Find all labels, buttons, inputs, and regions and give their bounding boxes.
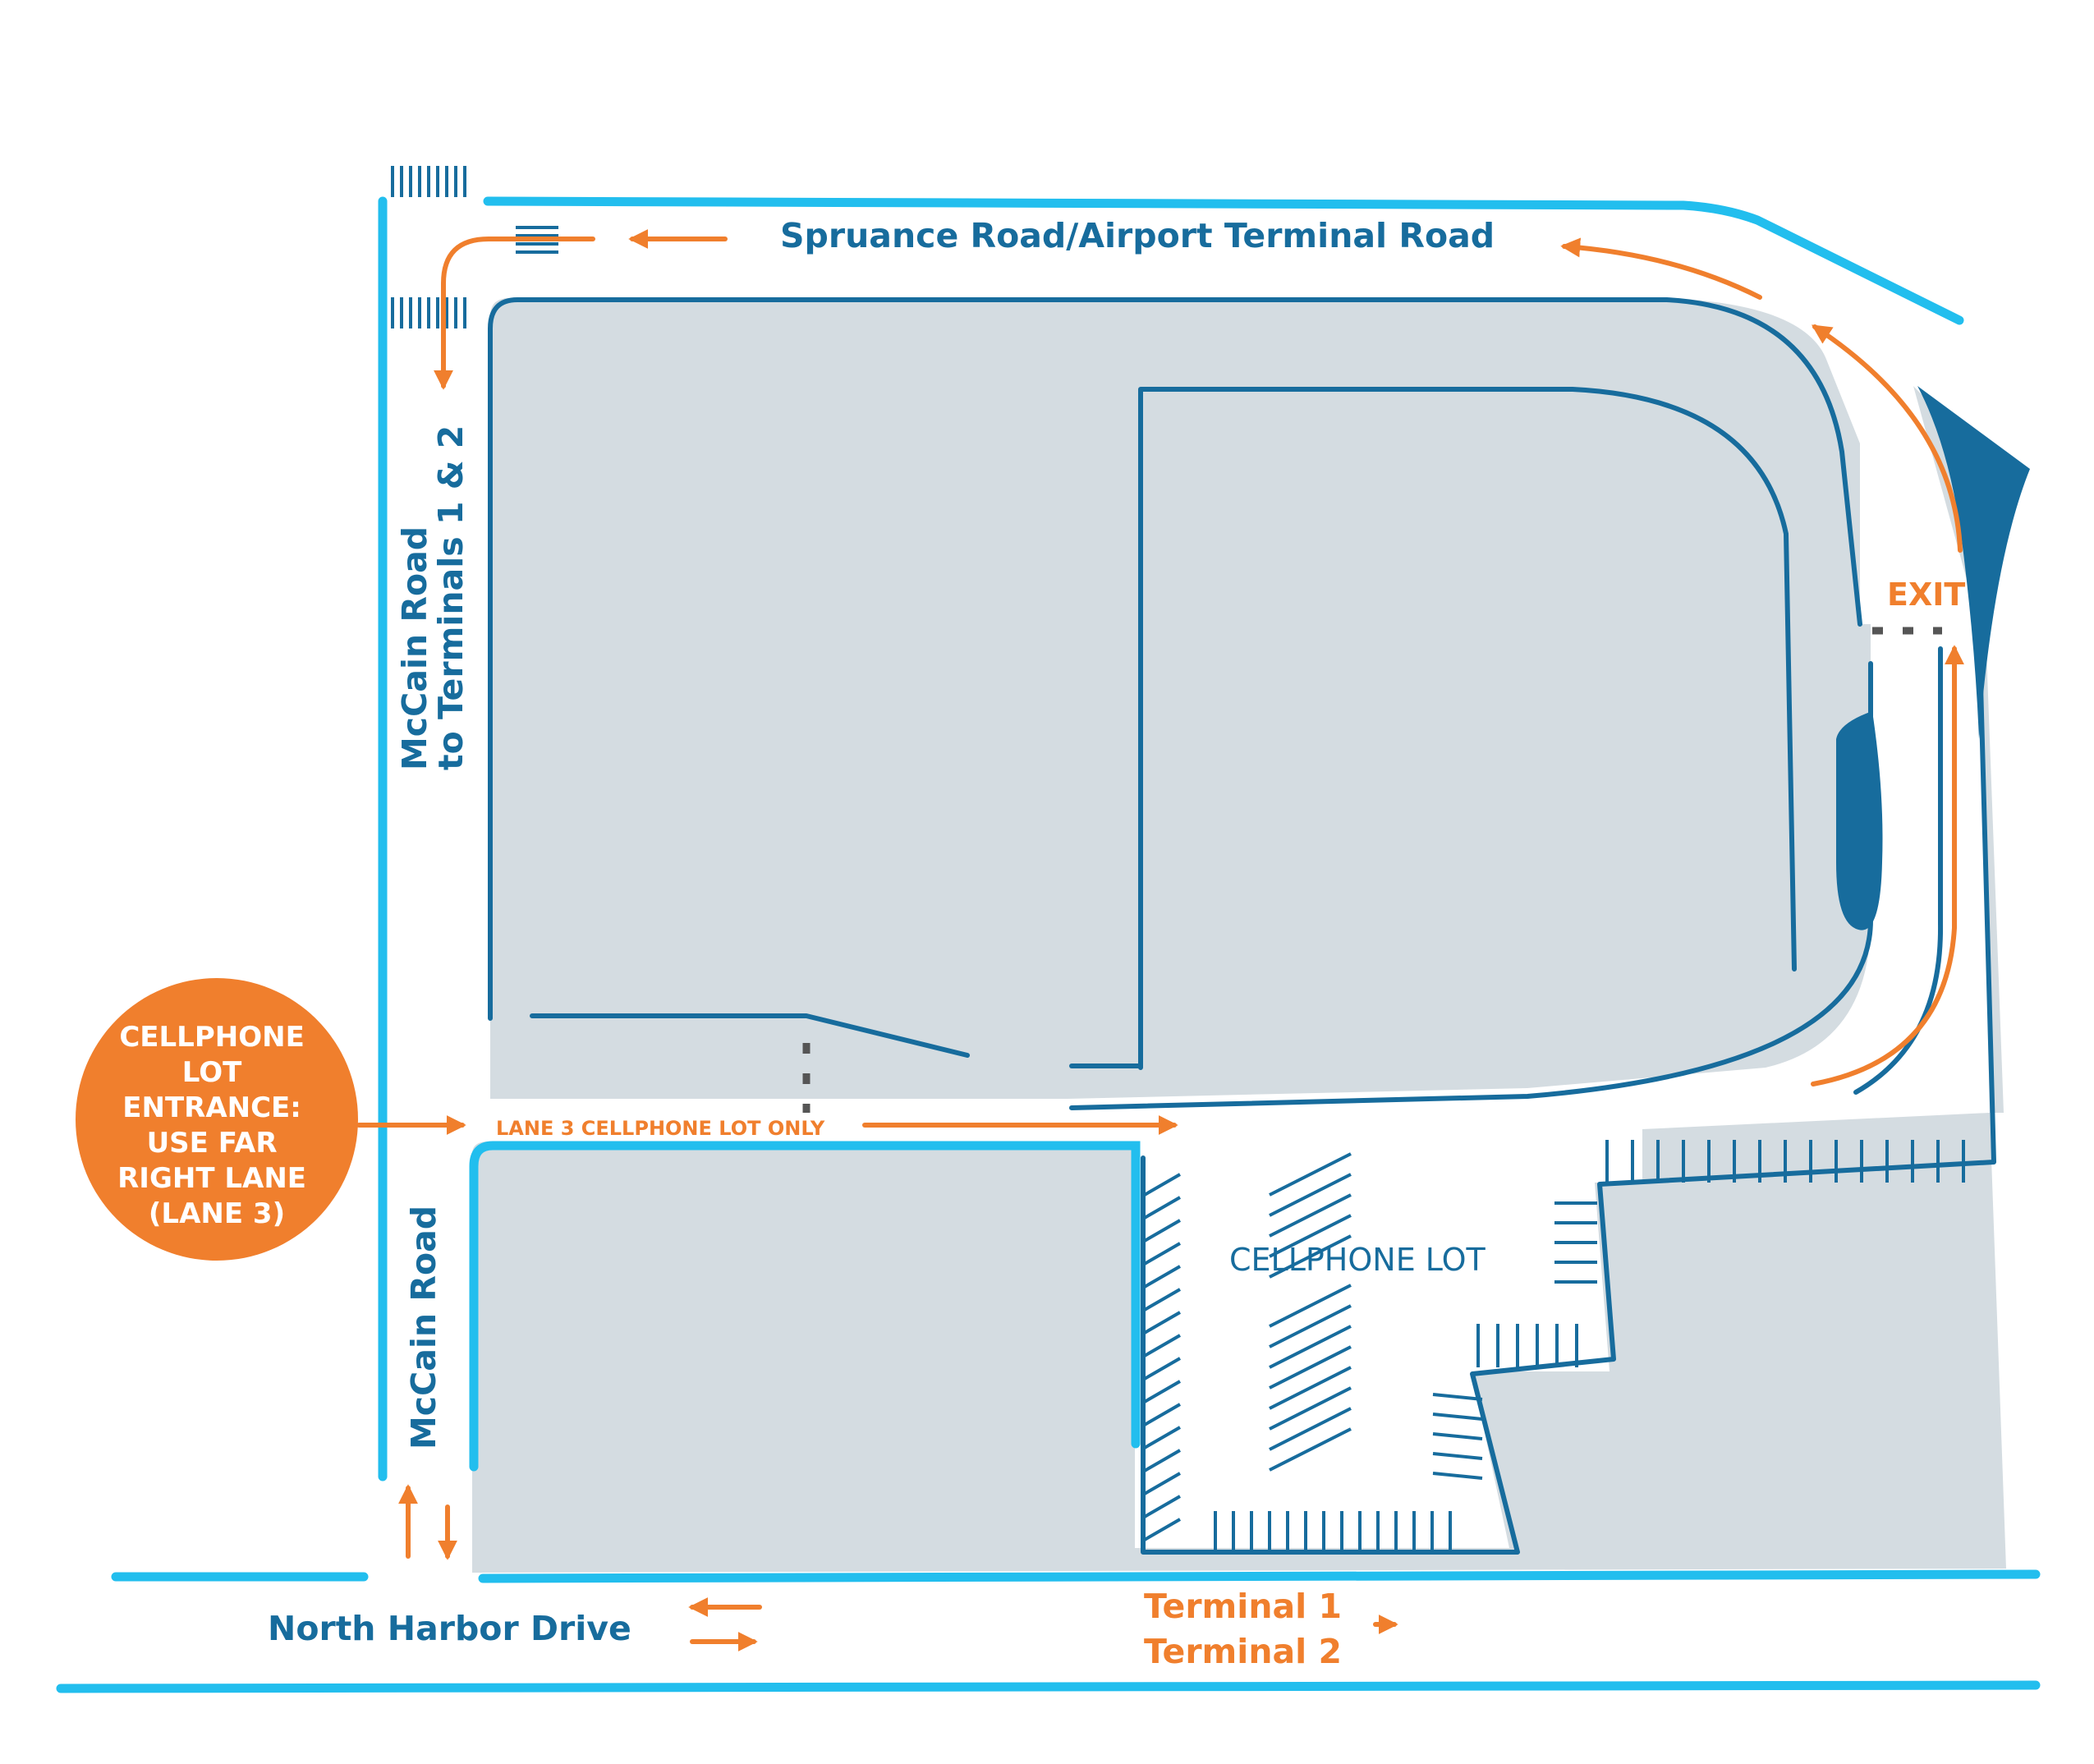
stripe xyxy=(1141,1426,1182,1450)
cellphone-lot-label: CELLPHONE LOT xyxy=(1229,1242,1486,1278)
inner-lot-outline xyxy=(1138,387,1797,1070)
arrow-icon xyxy=(1811,324,1963,553)
stripe xyxy=(1141,1357,1182,1381)
stripe xyxy=(1269,1193,1352,1238)
crosswalk-icon xyxy=(391,166,558,328)
mccain-road-label: McCain Road xyxy=(404,1206,443,1449)
stripe xyxy=(1432,1432,1483,1440)
stripe xyxy=(1432,1393,1483,1401)
lane3-note: LANE 3 CELLPHONE LOT ONLY xyxy=(496,1117,825,1140)
stripe xyxy=(1269,1407,1352,1451)
curb-lines xyxy=(488,297,1996,1555)
stripe xyxy=(1141,1403,1182,1427)
stripe xyxy=(1269,1325,1352,1369)
spruance-road-edge xyxy=(483,196,1964,325)
svg-text:McCain Road: McCain Road xyxy=(395,526,434,770)
gate-lines xyxy=(802,627,1942,1113)
direction-arrows xyxy=(356,229,1964,1634)
stripe xyxy=(1269,1214,1352,1258)
stripe xyxy=(1269,1366,1352,1410)
north-harbor-north-edge-east xyxy=(478,1569,2041,1583)
stripe xyxy=(1269,1173,1352,1217)
stripe xyxy=(1269,1284,1352,1328)
lower-parking-lot xyxy=(472,1113,2006,1573)
parking-stalls xyxy=(1141,1140,1965,1550)
arrow-icon xyxy=(1811,645,1964,1086)
stripe xyxy=(1432,1472,1483,1480)
two-way-arrow-icon xyxy=(688,1597,762,1651)
mccain-road-east-edge xyxy=(469,1141,1141,1472)
north-harbor-south-edge xyxy=(56,1680,2041,1693)
exit-label: EXIT xyxy=(1887,577,1965,613)
stripe xyxy=(1141,1311,1182,1335)
upper-lot-south-curb xyxy=(1069,661,1874,1110)
stripe xyxy=(1141,1449,1182,1473)
lane-divider xyxy=(530,1013,970,1058)
stripe xyxy=(1141,1173,1182,1197)
stripe xyxy=(1141,1380,1182,1404)
ramp-island xyxy=(1917,386,2030,739)
upper-parking-lot xyxy=(490,298,1871,1099)
mccain-terminals-label: McCain Road to Terminals 1 & 2 xyxy=(395,425,471,770)
stripe xyxy=(1141,1265,1182,1289)
entrance-callout: CELLPHONE LOT ENTRANCE: USE FAR RIGHT LA… xyxy=(76,978,358,1261)
road-edges xyxy=(56,196,2041,1693)
stripe xyxy=(1141,1518,1182,1542)
svg-text:to Terminals 1 & 2: to Terminals 1 & 2 xyxy=(431,425,471,770)
stripe xyxy=(1141,1242,1182,1266)
stripe xyxy=(1269,1345,1352,1390)
terminal-1-label: Terminal 1 xyxy=(1144,1587,1342,1626)
terminal-2-label: Terminal 2 xyxy=(1144,1632,1342,1671)
stripe xyxy=(1141,1196,1182,1220)
east-lot-edge xyxy=(1141,622,1996,1555)
arrow-icon xyxy=(1560,237,1762,300)
stripe xyxy=(1141,1219,1182,1243)
north-harbor-drive-label: North Harbor Drive xyxy=(268,1609,631,1648)
upper-lot-outline xyxy=(488,297,1862,1021)
entrance-callout-circle xyxy=(76,978,358,1261)
stripe xyxy=(1141,1334,1182,1358)
stripe xyxy=(1269,1304,1352,1348)
stripe xyxy=(1269,1386,1352,1431)
stripe xyxy=(1432,1452,1483,1460)
stripe xyxy=(1141,1288,1182,1312)
stripe xyxy=(1269,1234,1352,1279)
stripe xyxy=(1432,1413,1483,1421)
stripe xyxy=(1141,1472,1182,1496)
stripe xyxy=(1141,1495,1182,1519)
spruance-road-label: Spruance Road/Airport Terminal Road xyxy=(780,216,1495,255)
arrow-icon xyxy=(434,237,595,390)
median-island xyxy=(1836,711,1883,930)
entrance-callout-text: CELLPHONE LOT ENTRANCE: USE FAR RIGHT LA… xyxy=(117,1021,316,1230)
stripe xyxy=(1269,1152,1352,1197)
stripe xyxy=(1269,1427,1352,1472)
